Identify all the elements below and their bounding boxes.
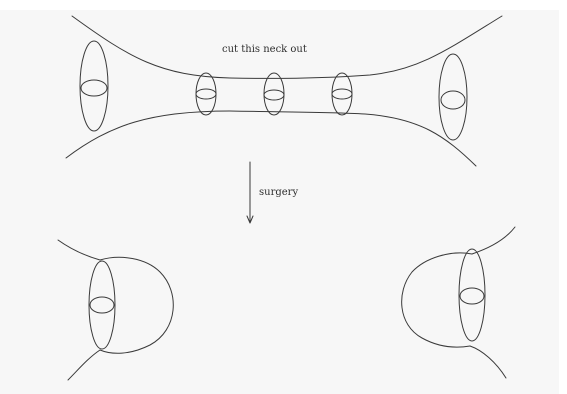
surgery-arrow [247,162,253,223]
right-piece-lower-boundary [470,346,506,378]
neck-lower-boundary [66,111,476,166]
right-capped-piece [402,227,515,378]
neck-slice-1-outer-ellipse [196,73,216,115]
right-piece-upper-boundary [472,227,515,254]
neck-slice-3-inner-ellipse [332,89,352,99]
left-capped-piece [58,240,173,380]
left-piece-lower-boundary [68,350,100,380]
left-piece-upper-boundary [58,240,100,260]
neck-slice-1-inner-ellipse [196,89,216,99]
right-end-inner-ellipse [441,91,465,109]
surgery-caption: surgery [259,187,298,199]
right-piece-outer-ellipse [459,249,485,341]
neck-slice-2-inner-ellipse [264,90,284,100]
neck-manifold [66,16,502,166]
neck-caption: cut this neck out [222,44,307,56]
neck-slice-2-outer-ellipse [264,73,284,115]
right-piece-inner-ellipse [460,288,484,304]
left-piece-outer-ellipse [89,261,115,349]
right-end-outer-ellipse [439,54,467,140]
neck-slice-3-outer-ellipse [332,73,352,115]
left-piece-inner-ellipse [90,297,114,313]
left-end-inner-ellipse [81,80,107,96]
left-end-outer-ellipse [80,41,108,131]
